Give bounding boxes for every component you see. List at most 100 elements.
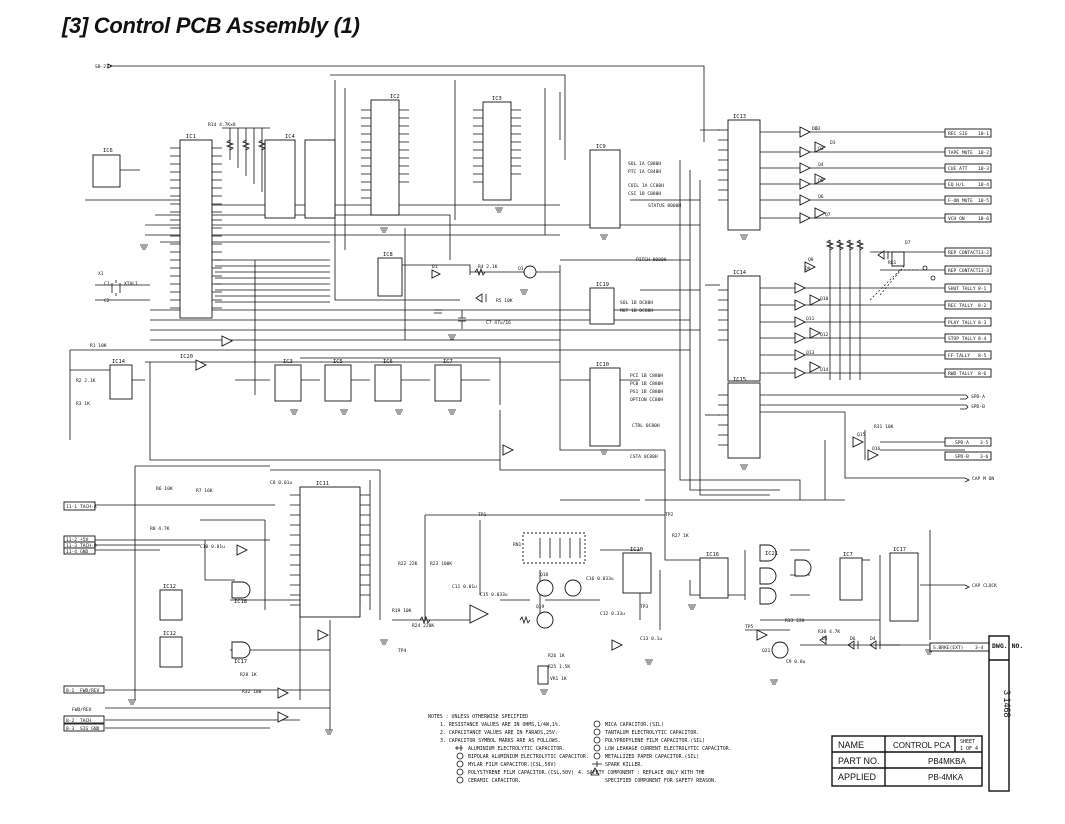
connector-ref: 13-2 [978,250,989,256]
note-item: SPECIFIED COMPONENT FOR SAFETY REASON. [605,778,717,784]
component-label: TP2 [665,512,674,518]
component-label: Q7 [825,212,831,218]
component-label: C2 [104,298,110,304]
title-block: NAME CONTROL PCA SHEET 1 OF 4 PART NO. P… [831,635,1023,792]
component-label: R3 1K [76,401,90,407]
connector-ref: 8-5 [978,353,987,359]
note-item: ALUMINIUM ELECTROLYTIC CAPACITOR. [468,746,565,752]
port-label: PS1 1B C880H [630,389,663,395]
connector-ref: 10-3 [978,166,989,172]
connector-signal: REP CONTACT [948,250,979,256]
connector-ref: 8-4 [978,336,987,342]
connector-ref: 11-2 [66,537,77,543]
port-label: COIL 1A CC80H [628,183,664,189]
left-connectors: SB-27 11-1 TACH-A 11-2 +5V 11-3 TACH-B 1… [63,63,113,732]
connector-ref: 8-2 [66,718,75,724]
connector-signal: FWD/REV [80,688,100,694]
port-label: SOL 1A C880H [628,161,661,167]
title-sheet-value: 1 OF 4 [960,746,978,752]
port-label: PCI 1B C880H [630,373,663,379]
ic-label: IC17 [893,547,906,553]
connector-ref: 3-6 [980,454,989,460]
connector-ref: 10-6 [978,216,989,222]
component-label: C12 0.33u [600,611,625,617]
component-label: XTAL1 [124,281,138,287]
connector-signal: SPD-B [971,404,985,410]
connector-ref: 10-2 [978,150,989,156]
dwg-number: 3 1468 [1002,690,1012,718]
component-label: R8 4.7K [150,526,170,532]
note-item: LOW LEAKAGE CURRENT ELECTROLYTIC CAPACIT… [605,746,732,752]
notes-block: NOTES : UNLESS OTHERWISE SPECIFIED 1. RE… [428,714,732,784]
component-label: R1 10K [90,343,107,349]
ic-label: IC20 [180,354,193,360]
port-label: OPTION CC80H [630,397,663,403]
component-label: R24 220K [412,623,434,629]
discrete-parts [111,250,936,685]
connector-signal: S.BRKE(EXT) [933,645,963,651]
connector-ref: 11-4 [66,549,77,555]
ic-label: IC11 [316,481,329,487]
component-label: Q1 [518,266,524,272]
connector-ref: 8-2 [978,303,987,309]
component-label-layer: X1 XTAL1 C1 C2 R1 10K R2 2.1K R3 1K R4 2… [76,122,911,695]
title-part-label: PART NO. [838,756,880,766]
notes-heading: NOTES : UNLESS OTHERWISE SPECIFIED [428,714,528,720]
port-label: SOL 1B DC88H [620,300,653,306]
ic-label: IC19 [596,282,609,288]
component-label: R32 100 [242,689,262,695]
connector-signal: CUE ATT [948,166,968,172]
component-label: R7 16K [196,488,213,494]
ic-label: IC4 [285,134,295,140]
component-label: Q18 [540,572,549,578]
component-label: RL1 [888,260,897,266]
connector-signal: REC TALLY [948,303,973,309]
dwg-label: DWG. NO. [992,642,1023,650]
ic-label: IC16 [706,552,719,558]
component-label: D4 [870,636,876,642]
component-label: Q13 [806,350,815,356]
connector-signal: SHUT TALLY [948,286,976,292]
title-part-value: PB4MKBA [928,757,966,766]
connector-ref: 8-3 [66,726,75,732]
component-label: Q4 [818,162,824,168]
port-label: PCB 1B C880H [630,381,663,387]
connector-ref: 11-3 [66,543,77,549]
note-item: 4. SAFETY COMPONENT : REPLACE ONLY WITH … [578,770,705,776]
connector-signal: CAP CLOCK [972,583,997,589]
component-label: R31 10K [874,424,894,430]
ic-label: IC12 [163,584,176,590]
note-item: BIPOLAR ALUMINIUM ELECTROLYTIC CAPACITOR… [468,754,589,760]
component-label: R19 10K [392,608,412,614]
component-label: Q12 [820,332,829,338]
component-label: Q21 [762,648,771,654]
port-label: CTRL 0C80H [632,423,660,429]
ic-label: IC1 [186,134,196,140]
port-label-layer: SOL 1A C880H PTC 1A C848H COIL 1A CC80H … [620,161,681,460]
connector-signal: REC SIG [948,131,968,137]
component-label: Q11 [806,316,815,322]
connector-signal: EQ H/L [948,182,965,188]
note-item: 3. CAPACITOR SYMBOL MARKS ARE AS FOLLOWS… [440,738,561,744]
connector-ref: 13-3 [978,268,989,274]
component-label: Q3 [818,146,824,152]
component-label: TP3 [640,604,649,610]
connector-signal: TACH-A [80,504,97,510]
component-label: TP5 [745,624,754,630]
component-label: D2 [812,126,818,132]
port-label: CSI 1B C880H [628,191,661,197]
connector-ref: 10-5 [978,198,989,204]
note-item: CERAMIC CAPACITOR. [468,778,521,784]
ground-symbols [128,207,933,735]
connector-signal: TACH [80,718,91,724]
resistor-networks [222,127,865,625]
ic-label: IC18 [234,599,247,605]
component-label: R2 2.1K [76,378,96,384]
connector-ref: 10-1 [978,131,989,137]
component-label: R33 22K [785,618,805,624]
component-label: TP1 [478,512,487,518]
port-label: PTC 1A C848H [628,169,661,175]
connector-ref: 10-4 [978,182,989,188]
